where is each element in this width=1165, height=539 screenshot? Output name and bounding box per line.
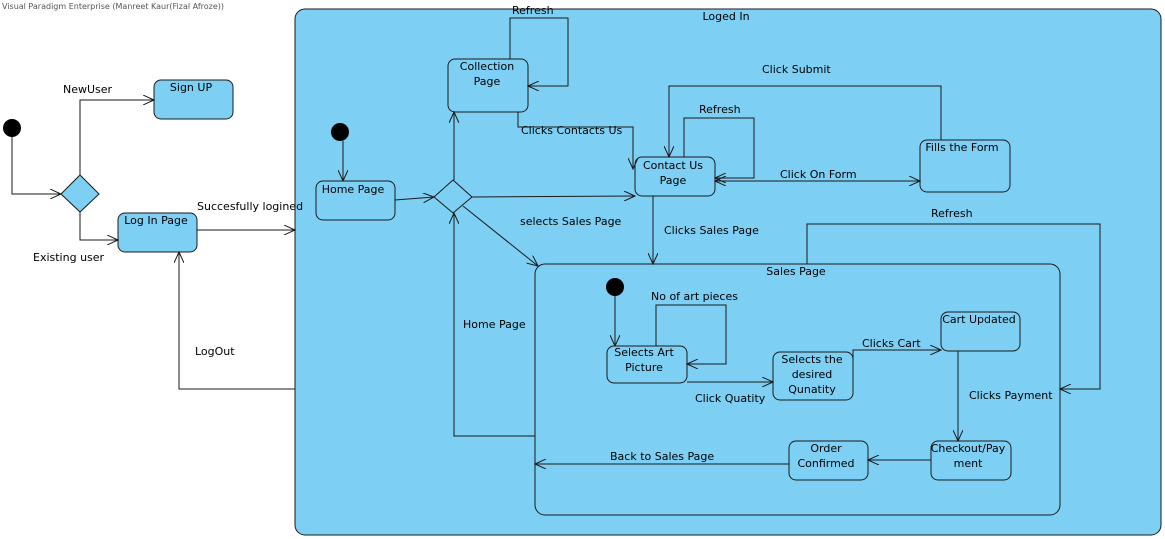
label-click-submit: Click Submit [762, 63, 831, 76]
state-selects-desired-quantity-label-2: desired [792, 368, 833, 381]
state-selects-desired-quantity[interactable] [772, 351, 854, 401]
state-selects-desired-quantity-label-3: Qunatity [788, 383, 836, 396]
composite-logged-in-label: Loged In [702, 10, 749, 23]
edge-no-of-art-pieces [655, 304, 727, 364]
state-checkout-payment-label-1: Checkout/Pay [931, 442, 1006, 455]
edge-decision-to-contact [471, 196, 635, 197]
label-home-page: Home Page [463, 318, 526, 331]
state-selects-desired-quantity-label-1: Selects the [781, 353, 842, 366]
initial-node-outer [3, 119, 21, 137]
state-selects-art-picture-label-1: Selects Art [614, 346, 674, 359]
state-order-confirmed-label-2: Confirmed [797, 457, 854, 470]
watermark: Visual Paradigm Enterprise (Manreet Kaur… [2, 2, 224, 11]
edge-logout [179, 252, 295, 390]
state-sign-up-label: Sign UP [170, 81, 213, 94]
state-home-page-label: Home Page [322, 183, 385, 196]
edge-refresh-collection [509, 17, 569, 86]
label-succesfully-logined: Succesfully logined [197, 200, 303, 213]
label-clicks-contacts-us: Clicks Contacts Us [521, 124, 623, 137]
state-checkout-payment-label-2: ment [954, 457, 983, 470]
decision-user-type[interactable] [60, 174, 100, 213]
label-clicks-sales-page: Clicks Sales Page [664, 224, 759, 237]
state-selects-art-picture-label-2: Picture [625, 361, 663, 374]
state-home-page[interactable] [315, 180, 396, 221]
state-log-in-page-label: Log In Page [124, 214, 188, 227]
state-cart-updated[interactable] [940, 311, 1021, 352]
label-refresh-sales: Refresh [931, 207, 973, 220]
edge-click-submit [669, 85, 942, 157]
label-back-to-sales-page: Back to Sales Page [610, 450, 714, 463]
label-selects-sales-page: selects Sales Page [520, 215, 622, 228]
label-new-user: NewUser [63, 83, 113, 96]
edge-back-to-home [454, 213, 535, 437]
label-refresh-collection: Refresh [512, 4, 554, 17]
edge-initial-to-decision [11, 137, 61, 194]
edge-clicks-cart [852, 350, 941, 359]
label-refresh-contact: Refresh [699, 103, 741, 116]
edge-selects-sales-page [462, 205, 538, 266]
state-order-confirmed-label-1: Order [810, 442, 842, 455]
label-clicks-cart: Clicks Cart [862, 337, 921, 350]
initial-node-logged-in [331, 123, 349, 141]
state-cart-updated-label: Cart Updated [942, 313, 1016, 326]
state-fills-the-form[interactable] [919, 139, 1011, 193]
label-logout: LogOut [195, 345, 235, 358]
edge-home-to-decision [394, 197, 434, 200]
label-click-on-form: Click On Form [780, 168, 857, 181]
label-clicks-payment: Clicks Payment [969, 389, 1053, 402]
composite-sales-page-label: Sales Page [766, 265, 826, 278]
label-no-of-art-pieces: No of art pieces [651, 290, 738, 303]
edge-existing-user [79, 212, 118, 240]
edge-collection-to-contact [517, 112, 633, 169]
state-contact-us-page-label-1: Contact Us [643, 159, 703, 172]
label-existing-user: Existing user [33, 251, 105, 264]
edge-refresh-sales [806, 223, 1101, 389]
state-fills-the-form-label: Fills the Form [925, 141, 998, 154]
state-collection-page-label-2: Page [474, 75, 501, 88]
state-collection-page-label-1: Collection [460, 60, 514, 73]
state-log-in-page[interactable] [117, 212, 198, 253]
state-contact-us-page-label-2: Page [660, 174, 687, 187]
initial-node-sales [606, 278, 624, 296]
edge-refresh-contact [683, 117, 755, 178]
edge-new-user [79, 100, 154, 175]
label-click-quatity: Click Quatity [695, 392, 766, 405]
